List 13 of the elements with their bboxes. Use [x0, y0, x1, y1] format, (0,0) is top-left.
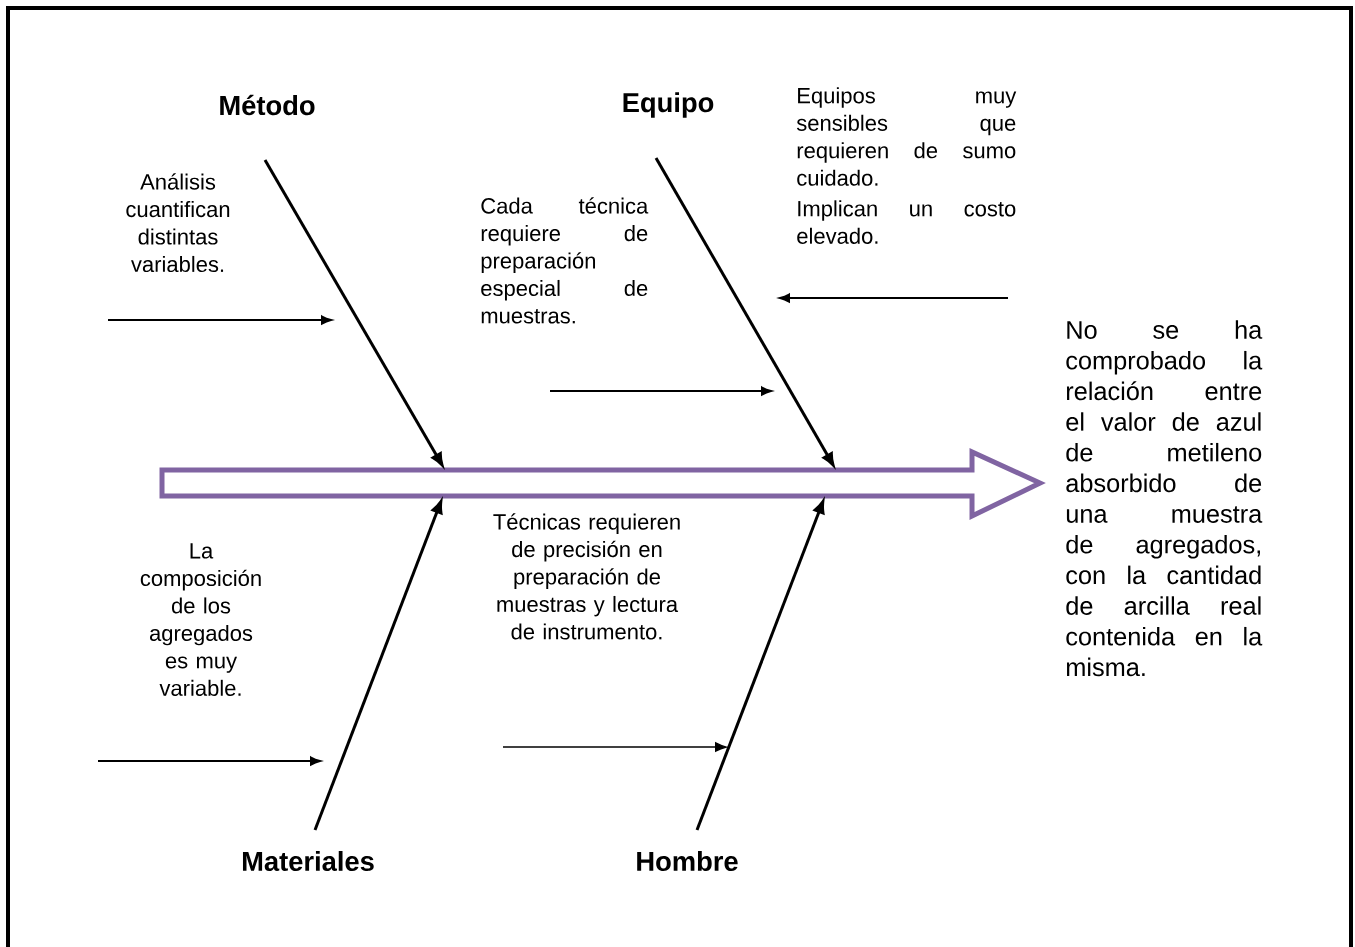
cause-text: Técnicas requieren de precisión en preparación de muestras y lectura de instrumento. [493, 513, 680, 640]
cause-text: Equipos muy sensibles que requieren de sumo cuidado. [796, 87, 1017, 186]
category-heading: Método [220, 94, 315, 116]
bone-arrow [654, 157, 835, 467]
category-heading: Materiales [243, 851, 374, 872]
category-heading: Equipo [623, 92, 714, 118]
category-heading: Hombre [637, 851, 738, 872]
effect-text: No se ha comprobado la relación entre el valor de azul de metileno absorbido de una muestra de agregados, con la cantidad de arcilla real contenida en la misma. [1066, 320, 1263, 677]
cause-text: Implican un costo elevado. [797, 200, 1016, 244]
cause-text: La composición de los agregados es muy variable. [140, 543, 261, 696]
bone-arrow [263, 159, 444, 467]
cause-text: Análisis cuantifican distintas variables. [126, 173, 230, 273]
cause-text: Cada técnica requiere de preparación especial de muestras. [481, 197, 649, 324]
